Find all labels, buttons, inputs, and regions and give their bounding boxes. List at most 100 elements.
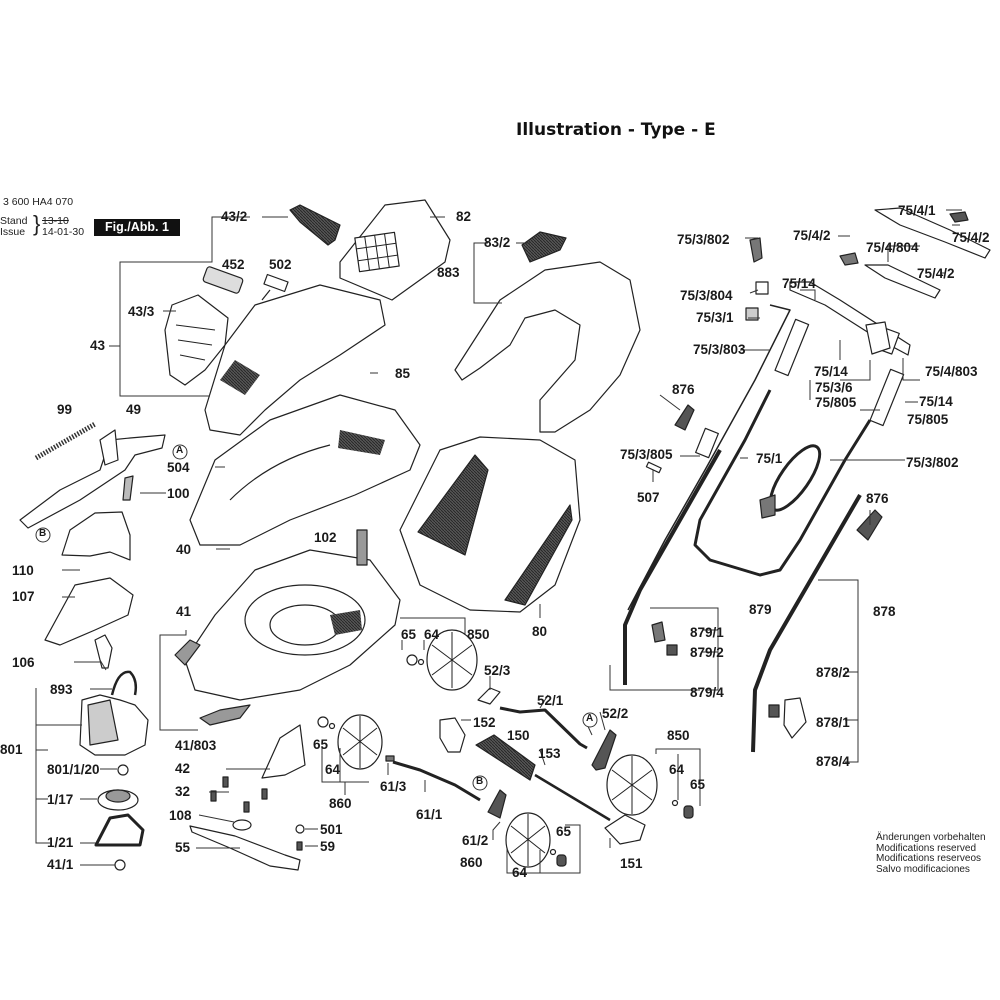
callout-75-3-802-b: 75/3/802 (906, 455, 959, 470)
part-41-1-washer (114, 859, 126, 871)
callout-52-1: 52/1 (537, 693, 564, 708)
callout-850-a: 850 (467, 627, 490, 642)
callout-108: 108 (169, 808, 192, 823)
part-61-2-lever (487, 789, 507, 819)
callout-801: 801 (0, 742, 23, 757)
part-860-wheel-front-left (337, 714, 383, 770)
callout-879-4: 879/4 (690, 685, 724, 700)
callout-75-3-804: 75/3/804 (680, 288, 733, 303)
part-860-wheel-front-right (505, 812, 551, 868)
callout-102: 102 (314, 530, 337, 545)
callout-59: 59 (320, 839, 336, 854)
callout-504: 504 (167, 460, 190, 475)
part-75-4-804 (864, 264, 941, 299)
part-883-frame (454, 261, 641, 433)
stand-issue-values: 13-10 14-01-30 (42, 216, 84, 238)
part-507-pin (645, 461, 662, 474)
issue-value: 14-01-30 (42, 226, 85, 238)
part-99-spring (34, 421, 97, 461)
callout-32: 32 (175, 784, 191, 799)
note-de: Änderungen vorbehalten (876, 832, 986, 843)
callout-61-3: 61/3 (380, 779, 407, 794)
part-52-2-lever (591, 729, 617, 771)
part-1-17-pulley (97, 789, 139, 811)
stand-label: Stand (0, 215, 28, 227)
part-75-3-803-cable (627, 304, 791, 611)
part-876-knob-a (674, 404, 695, 431)
brace-glyph: } (33, 211, 41, 236)
part-64-washer-d (671, 799, 679, 807)
callout-41-1: 41/1 (47, 857, 74, 872)
document-number: 3 600 HA4 070 (3, 196, 74, 208)
callout-64-c: 64 (512, 865, 528, 880)
part-75-805-tube-b (869, 368, 905, 427)
callout-150: 150 (507, 728, 530, 743)
callout-75-4-2-c: 75/4/2 (917, 266, 955, 281)
callout-75-14-c: 75/14 (919, 394, 953, 409)
callout-883: 883 (437, 265, 460, 280)
part-65-clip-b (317, 716, 329, 728)
callout-52-3: 52/3 (484, 663, 511, 678)
callout-110: 110 (12, 563, 34, 578)
part-879-1-clamp (651, 621, 666, 643)
callout-65-a: 65 (401, 627, 417, 642)
marker-b-label: B (39, 528, 47, 539)
part-107-chute (44, 577, 134, 646)
part-452-badge (202, 266, 244, 294)
part-75-3-804-connector (755, 281, 769, 295)
callout-501: 501 (320, 822, 343, 837)
callout-82: 82 (456, 209, 472, 224)
callout-52-2: 52/2 (602, 706, 629, 721)
part-153-axle (534, 773, 611, 822)
callout-100: 100 (167, 486, 190, 501)
part-879-lower-tube (623, 449, 722, 685)
callout-507: 507 (637, 490, 660, 505)
part-41-803-guard (199, 704, 251, 726)
callout-40: 40 (176, 542, 192, 557)
part-64-washer-c (549, 848, 557, 856)
callout-1-21: 1/21 (47, 835, 74, 850)
part-878-lower-tube (751, 493, 862, 753)
part-32-screws (210, 776, 268, 813)
callout-876-b: 876 (866, 491, 889, 506)
part-75-3-6-cap (865, 321, 891, 355)
callout-55: 55 (175, 840, 191, 855)
marker-a-label: A (176, 445, 184, 456)
marker-b-label-2: B (476, 776, 484, 787)
part-106-switch (94, 634, 113, 669)
part-879-2-nut (666, 644, 678, 656)
callout-502: 502 (269, 257, 292, 272)
callout-878-4: 878/4 (816, 754, 850, 769)
part-49-lever (19, 434, 166, 529)
callout-75-4-803: 75/4/803 (925, 364, 978, 379)
callout-879-1: 879/1 (690, 625, 724, 640)
part-75-4-2-clip-a (839, 252, 859, 266)
part-61-1-axle (392, 760, 481, 802)
callout-99: 99 (57, 402, 73, 417)
stand-value: 13-10 (42, 215, 69, 227)
callout-879: 879 (749, 602, 772, 617)
callout-152: 152 (473, 715, 496, 730)
part-108-washer (232, 819, 252, 831)
part-878-1-clamp (783, 697, 807, 739)
part-65-clip-d (683, 805, 694, 819)
part-61-3-pin (385, 755, 395, 762)
callout-878-1: 878/1 (816, 715, 850, 730)
marker-b-1 (35, 527, 51, 543)
part-151-cap (604, 814, 646, 845)
callout-64-b: 64 (325, 762, 341, 777)
figure-badge: Fig./Abb. 1 (94, 219, 180, 236)
part-1-21-belt (94, 813, 145, 847)
page-title: Illustration - Type - E (516, 120, 716, 140)
part-64-washer (417, 658, 425, 666)
callout-75-805-a: 75/805 (815, 395, 857, 410)
callout-107: 107 (12, 589, 35, 604)
callout-801-1-20: 801/1/20 (47, 762, 100, 777)
callout-65-d: 65 (690, 777, 706, 792)
callout-75-805-b: 75/805 (907, 412, 949, 427)
callout-65-c: 65 (556, 824, 572, 839)
part-893-cable (110, 670, 138, 696)
callout-41-803: 41/803 (175, 738, 217, 753)
callout-43-3: 43/3 (128, 304, 155, 319)
callout-850-b: 850 (667, 728, 690, 743)
